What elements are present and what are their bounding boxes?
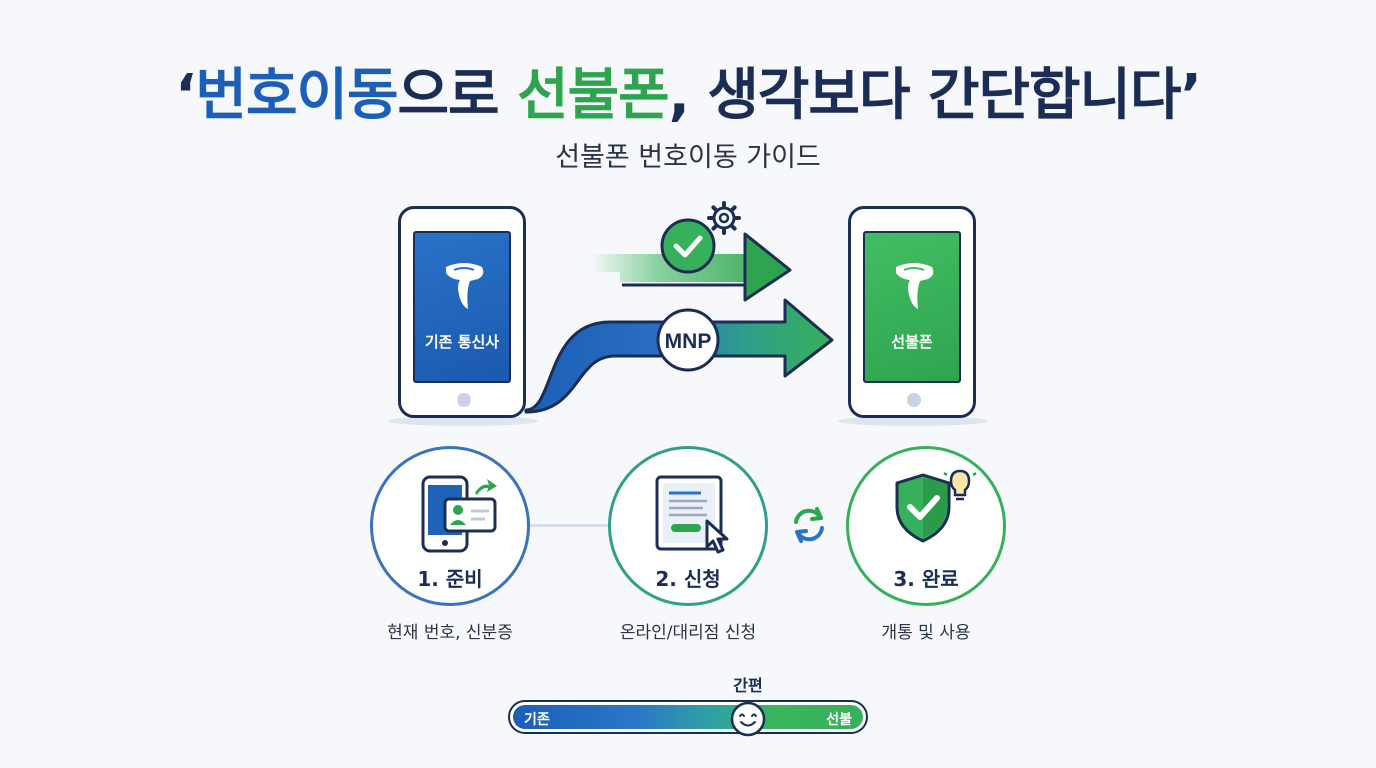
step-complete: 3. 완료 (846, 446, 1006, 606)
right-phone-prepaid: 선불폰 (848, 206, 976, 418)
scale-left-label: 기존 (524, 712, 550, 728)
title-text-2: , 생각보다 간단합니다 (668, 63, 1182, 128)
check-circle-icon (660, 218, 716, 274)
step-2-title: 2. 신청 (655, 567, 721, 591)
left-phone-screen: 기존 통신사 (413, 231, 511, 383)
mnp-label: MNP (665, 330, 712, 353)
page-subtitle: 선불폰 번호이동 가이드 (555, 142, 821, 173)
form-cursor-icon (655, 475, 729, 554)
title-text-1: 으로 (397, 63, 518, 128)
page-title: ‘번호이동으로 선불폰, 생각보다 간단합니다’ (0, 60, 1376, 132)
title-highlight-prepaid: 선불폰 (517, 63, 670, 128)
scale-right-label: 선불 (826, 712, 852, 728)
ease-scale-fill (513, 705, 863, 729)
title-highlight-mnp: 번호이동 (195, 63, 398, 128)
ease-scale-bar: 기존 선불 (508, 700, 868, 734)
right-phone-shadow (838, 416, 988, 426)
step-3-title: 3. 완료 (893, 567, 959, 591)
sync-icon (794, 507, 824, 543)
step-3-desc: 개통 및 사용 (881, 623, 971, 643)
right-phone-screen: 선불폰 (863, 231, 961, 383)
scale-top-label: 간편 (733, 676, 763, 695)
shield-check-icon (895, 469, 977, 543)
right-phone-home-button (907, 393, 921, 407)
left-phone-shadow (388, 416, 538, 426)
right-phone-label: 선불폰 (891, 333, 933, 351)
step-prepare: 1. 준비 (370, 446, 530, 606)
mnp-badge (656, 308, 720, 372)
carrier-logo-icon (446, 263, 484, 309)
smiley-icon (730, 701, 766, 737)
title-quote-open: ‘ (175, 63, 196, 128)
step-apply: 2. 신청 (608, 446, 768, 606)
left-phone-home-button (457, 393, 471, 407)
step-connector-1 (530, 524, 610, 527)
prepaid-logo-icon (896, 263, 934, 309)
left-phone-carrier: 기존 통신사 (398, 206, 526, 418)
gear-icon (707, 201, 741, 235)
lightbulb-icon (943, 469, 977, 501)
step-1-title: 1. 준비 (417, 567, 483, 591)
step-2-desc: 온라인/대리점 신청 (619, 623, 757, 643)
left-phone-label: 기존 통신사 (424, 333, 500, 351)
title-quote-close: ’ (1180, 63, 1202, 128)
step-1-desc: 현재 번호, 신분증 (387, 623, 513, 643)
phone-id-card-icon (421, 475, 497, 553)
